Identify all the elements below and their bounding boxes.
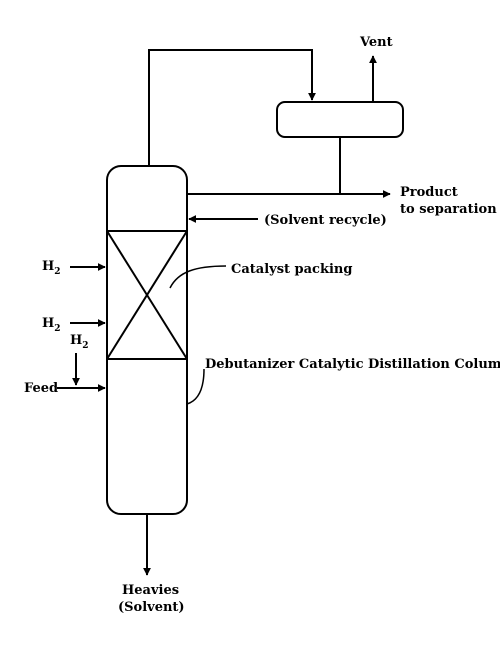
column-name-label: Debutanizer Catalytic Distillation Colum… xyxy=(205,357,500,372)
h2-label-1: H2 xyxy=(42,259,61,277)
column-leader-line xyxy=(186,368,205,405)
solvent-recycle-label: (Solvent recycle) xyxy=(264,213,387,228)
product-label-line2: to separation xyxy=(400,202,497,217)
overhead-vapor-line xyxy=(148,49,316,166)
catalyst-leader-line xyxy=(169,265,227,289)
product-label-line1: Product xyxy=(400,185,458,200)
vent-label: Vent xyxy=(359,35,393,50)
feed-label: Feed xyxy=(24,381,58,396)
heavies-label-line1: Heavies xyxy=(122,583,179,598)
h2-label-3: H2 xyxy=(70,333,89,351)
heavies-label-line2: (Solvent) xyxy=(118,600,185,615)
h2-label-2: H2 xyxy=(42,316,61,334)
reflux-drum xyxy=(276,101,404,138)
catalyst-packing-label: Catalyst packing xyxy=(231,262,352,277)
packing-cross-2 xyxy=(106,230,188,360)
catalyst-packing-section xyxy=(106,230,188,360)
